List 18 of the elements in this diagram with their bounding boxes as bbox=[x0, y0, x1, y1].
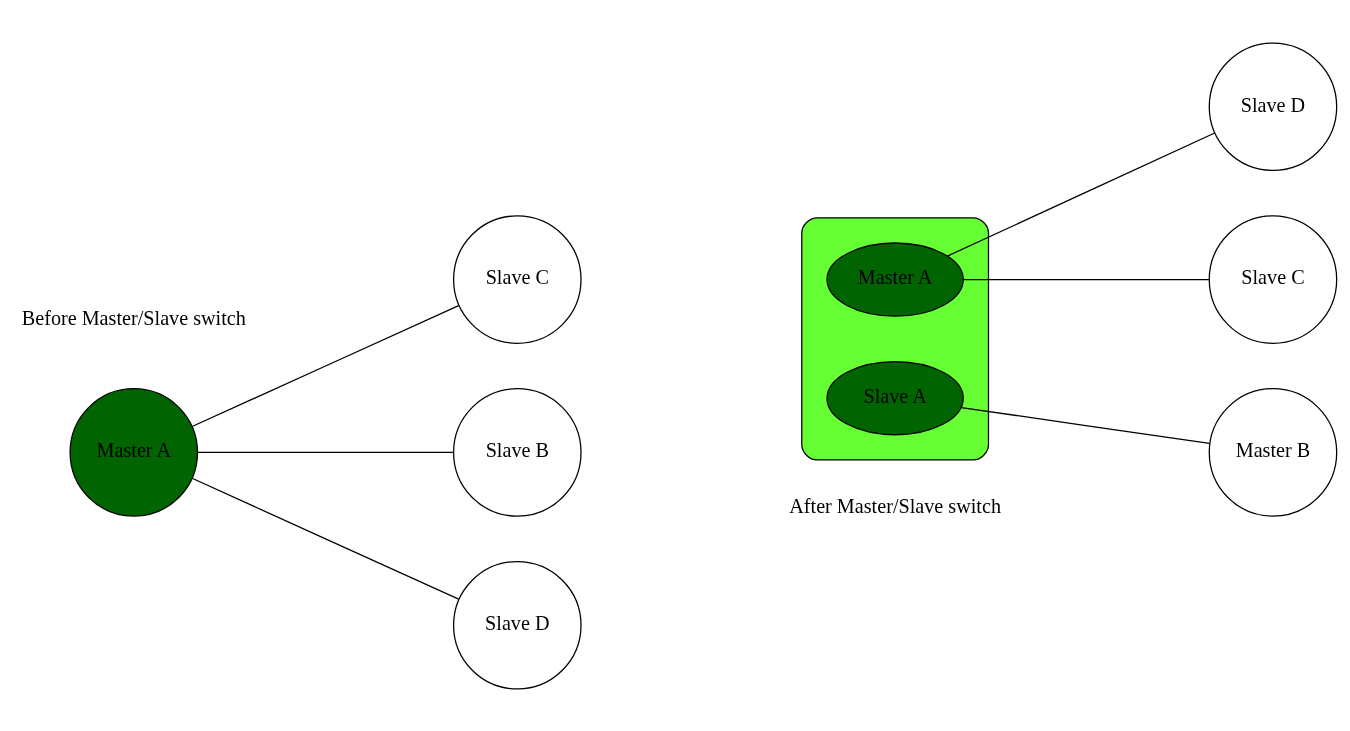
node-circle: Master A bbox=[69, 387, 199, 517]
label: After Master/Slave switch bbox=[789, 494, 1002, 517]
connector bbox=[191, 477, 460, 600]
connector bbox=[946, 131, 1216, 257]
connector bbox=[191, 304, 460, 427]
label: Before Master/Slave switch bbox=[21, 306, 246, 329]
node-ellipse: Slave A bbox=[826, 360, 964, 435]
node-circle: Slave D bbox=[1208, 41, 1338, 171]
node-circle: Master B bbox=[1208, 387, 1338, 517]
node-circle: Slave C bbox=[452, 214, 582, 344]
node-circle: Slave C bbox=[1208, 214, 1338, 344]
node-circle: Slave D bbox=[452, 560, 582, 690]
connector bbox=[962, 278, 1210, 280]
connector bbox=[960, 406, 1211, 444]
node-ellipse: Master A bbox=[826, 241, 964, 317]
cluster bbox=[801, 216, 990, 461]
node-circle: Slave B bbox=[452, 387, 582, 517]
connector bbox=[196, 451, 455, 453]
